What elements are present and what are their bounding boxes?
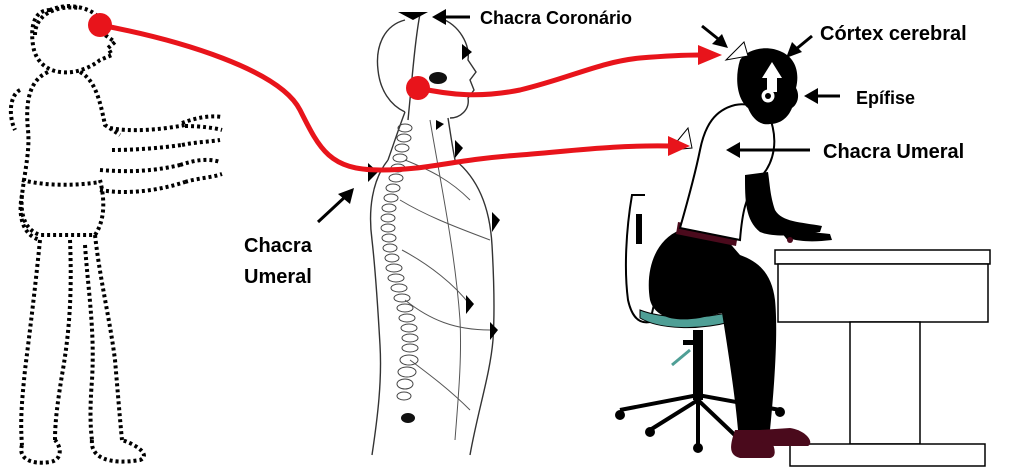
humeral-chakra-left-label-line1: Chacra xyxy=(244,235,313,257)
humeral-chakra-right-label: Chacra Umeral xyxy=(823,141,964,163)
spine xyxy=(381,124,418,400)
dotted-standing-figure xyxy=(11,6,222,463)
seated-worker-figure xyxy=(615,48,990,466)
origin-dot-head-icon xyxy=(88,13,112,37)
spine-sketch-figure xyxy=(371,14,495,455)
cerebral-cortex-label: Córtex cerebral xyxy=(820,23,967,45)
epiphysis-label: Epífise xyxy=(856,88,915,108)
triangle-marker-icons xyxy=(368,12,500,340)
humeral-chakra-left-label-line2: Umeral xyxy=(244,266,312,288)
crown-chakra-label: Chacra Coronário xyxy=(480,8,632,28)
origin-dot-eye-icon xyxy=(406,76,430,100)
